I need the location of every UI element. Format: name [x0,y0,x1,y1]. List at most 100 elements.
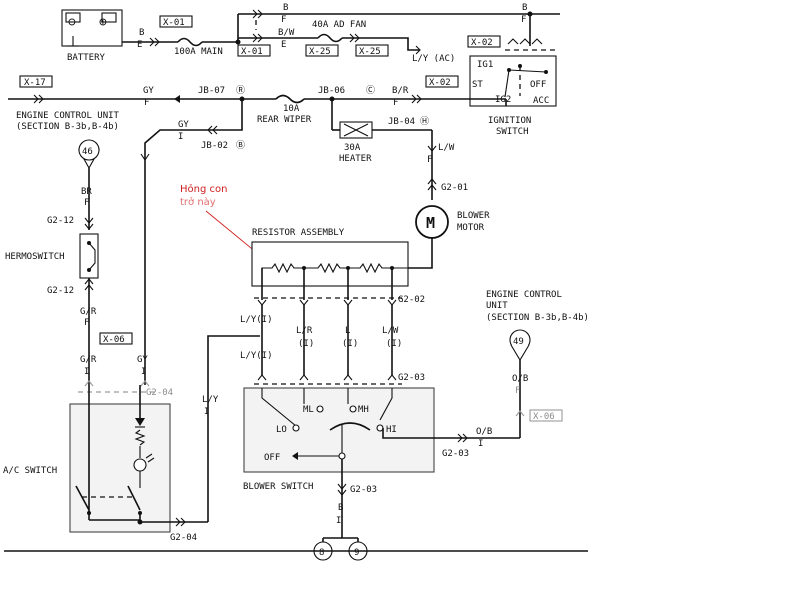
thermo-conn-bottom: F [84,318,89,328]
x02-rail-connector [425,75,459,88]
ecu-right-conn: F [515,386,520,396]
jb02-conn: I [178,132,183,142]
ecu-top-line2: (SECTION B-3b,B-4b) [16,122,119,132]
bs-wiper-arc [329,422,371,431]
bs-out-wire: O/B [476,427,492,437]
battery-wire-color: B [139,28,144,38]
x06-conn-b: I [141,367,146,377]
jb06-mark: Ⓒ [366,85,375,96]
blower-switch-connector-bottom: G2-03 [350,485,377,495]
res-wire-lr: L/R [296,326,313,336]
resistor-assembly-box [251,241,409,287]
battery: ⊖ ⊕ BATTERY [61,9,123,63]
bs-off: OFF [264,453,280,463]
bs-lo: LO [276,425,287,435]
ecu-right-line3: (SECTION B-3b,B-4b) [486,313,589,323]
rear-wiper-fuse-symbol [275,94,305,104]
ground-8-num: 8 [319,548,324,558]
bs-ml: ML [303,405,314,415]
battery-pos-terminal [101,12,117,23]
bs-hi: HI [386,425,397,435]
ly-vert-conn: I [204,407,209,417]
x01-bottom-connector [237,44,271,57]
ecu-right-line2: UNIT [486,301,508,311]
ac-switch-connector: G2-04 [170,533,197,543]
annotation-line1: Hỏng con [180,183,227,195]
x06-g2-04: G2-04 [146,388,173,398]
jb06-label: JB-06 [318,86,345,96]
ignition-label-1: IGNITION [488,116,531,126]
top-wire-conn: F [281,15,286,25]
x02-ign-connector [467,35,501,48]
heater-name: HEATER [339,154,372,164]
jb04-label: JB-04 [388,117,415,127]
jb06-wire: B/R [392,86,409,96]
ignition-label-2: SWITCH [496,127,529,137]
jb02-wire: GY [178,120,189,130]
blower-switch-connector-top: G2-03 [398,373,425,383]
ly-vert-label: L/Y [202,395,219,405]
resistor-assembly-label: RESISTOR ASSEMBLY [252,228,345,238]
ground-wire: B [338,503,343,513]
x06-right-connector [529,409,563,422]
jb04-wire: L/W [438,143,455,153]
jb06-conn: F [393,98,398,108]
bs-out-conn: I [478,439,483,449]
x06-left-connector [99,332,133,345]
ecu-right-line1: ENGINE CONTROL [486,290,562,300]
x17-connector [19,75,53,88]
x06-wire-b: GY [137,355,148,365]
ecu-gy: GY [143,86,154,96]
ac-switch-panel [69,403,171,533]
jb07-mark: Ⓡ [236,85,245,96]
jb07-label: JB-07 [198,86,225,96]
x25-left-connector [305,44,339,57]
jb02-mark: Ⓑ [236,140,245,151]
x25-right-connector [355,44,389,57]
resistor-connector: G2-02 [398,295,425,305]
ecu-gy-conn: F [144,98,149,108]
blower-motor-symbol: M [426,214,435,232]
x06-conn-a: I [84,367,89,377]
ground-9-num: 9 [354,548,359,558]
ign-ig1: IG1 [477,60,493,70]
x06-wire-a: G/R [80,355,97,365]
blower-motor-label-1: BLOWER [457,211,490,221]
bw-color: B/W [278,28,295,38]
thermo-wire-bottom: G/R [80,307,97,317]
junction-main [235,39,241,45]
ecu-top-line1: ENGINE CONTROL UNIT [16,111,120,121]
ign-top-conn: F [521,15,526,25]
x06-right-label: X-06 [533,412,555,422]
x02-ign-label: X-02 [471,38,493,48]
annotation-line2: trở này [180,196,216,208]
res-wire-l-sub: (I) [342,339,358,349]
heater-rating: 30A [344,143,361,153]
ground-46-num: 46 [82,147,93,157]
res-wire-lw-sub: (I) [386,339,402,349]
x02-rail-label: X-02 [429,78,451,88]
top-wire-color: B [283,3,288,13]
thermo-connector-bottom: G2-12 [47,286,74,296]
ground-49-num: 49 [513,337,524,347]
x25-right-label: X-25 [359,47,381,57]
res-wire-lw: L/W [382,326,399,336]
blower-motor-label-2: MOTOR [457,223,485,233]
bs-mh: MH [358,405,369,415]
x25-left-label: X-25 [309,47,331,57]
res-wire-ly: L/Y(I) [240,315,273,325]
adfan-label: 40A AD FAN [312,20,366,30]
blower-switch-panel [243,387,435,473]
adfan-output: L/Y (AC) [412,54,455,64]
x01-bottom-label: X-01 [241,47,263,57]
battery-wire-conn: E [137,40,142,50]
ac-switch-contact-2 [127,485,141,511]
res-wire-ly-lower: L/Y(I) [240,351,273,361]
x17-label: X-17 [24,78,46,88]
ac-switch-label: A/C SWITCH [3,466,57,476]
battery-neg-terminal [65,12,81,23]
thermo-connector-top: G2-12 [47,216,74,226]
bw-conn: E [281,40,286,50]
